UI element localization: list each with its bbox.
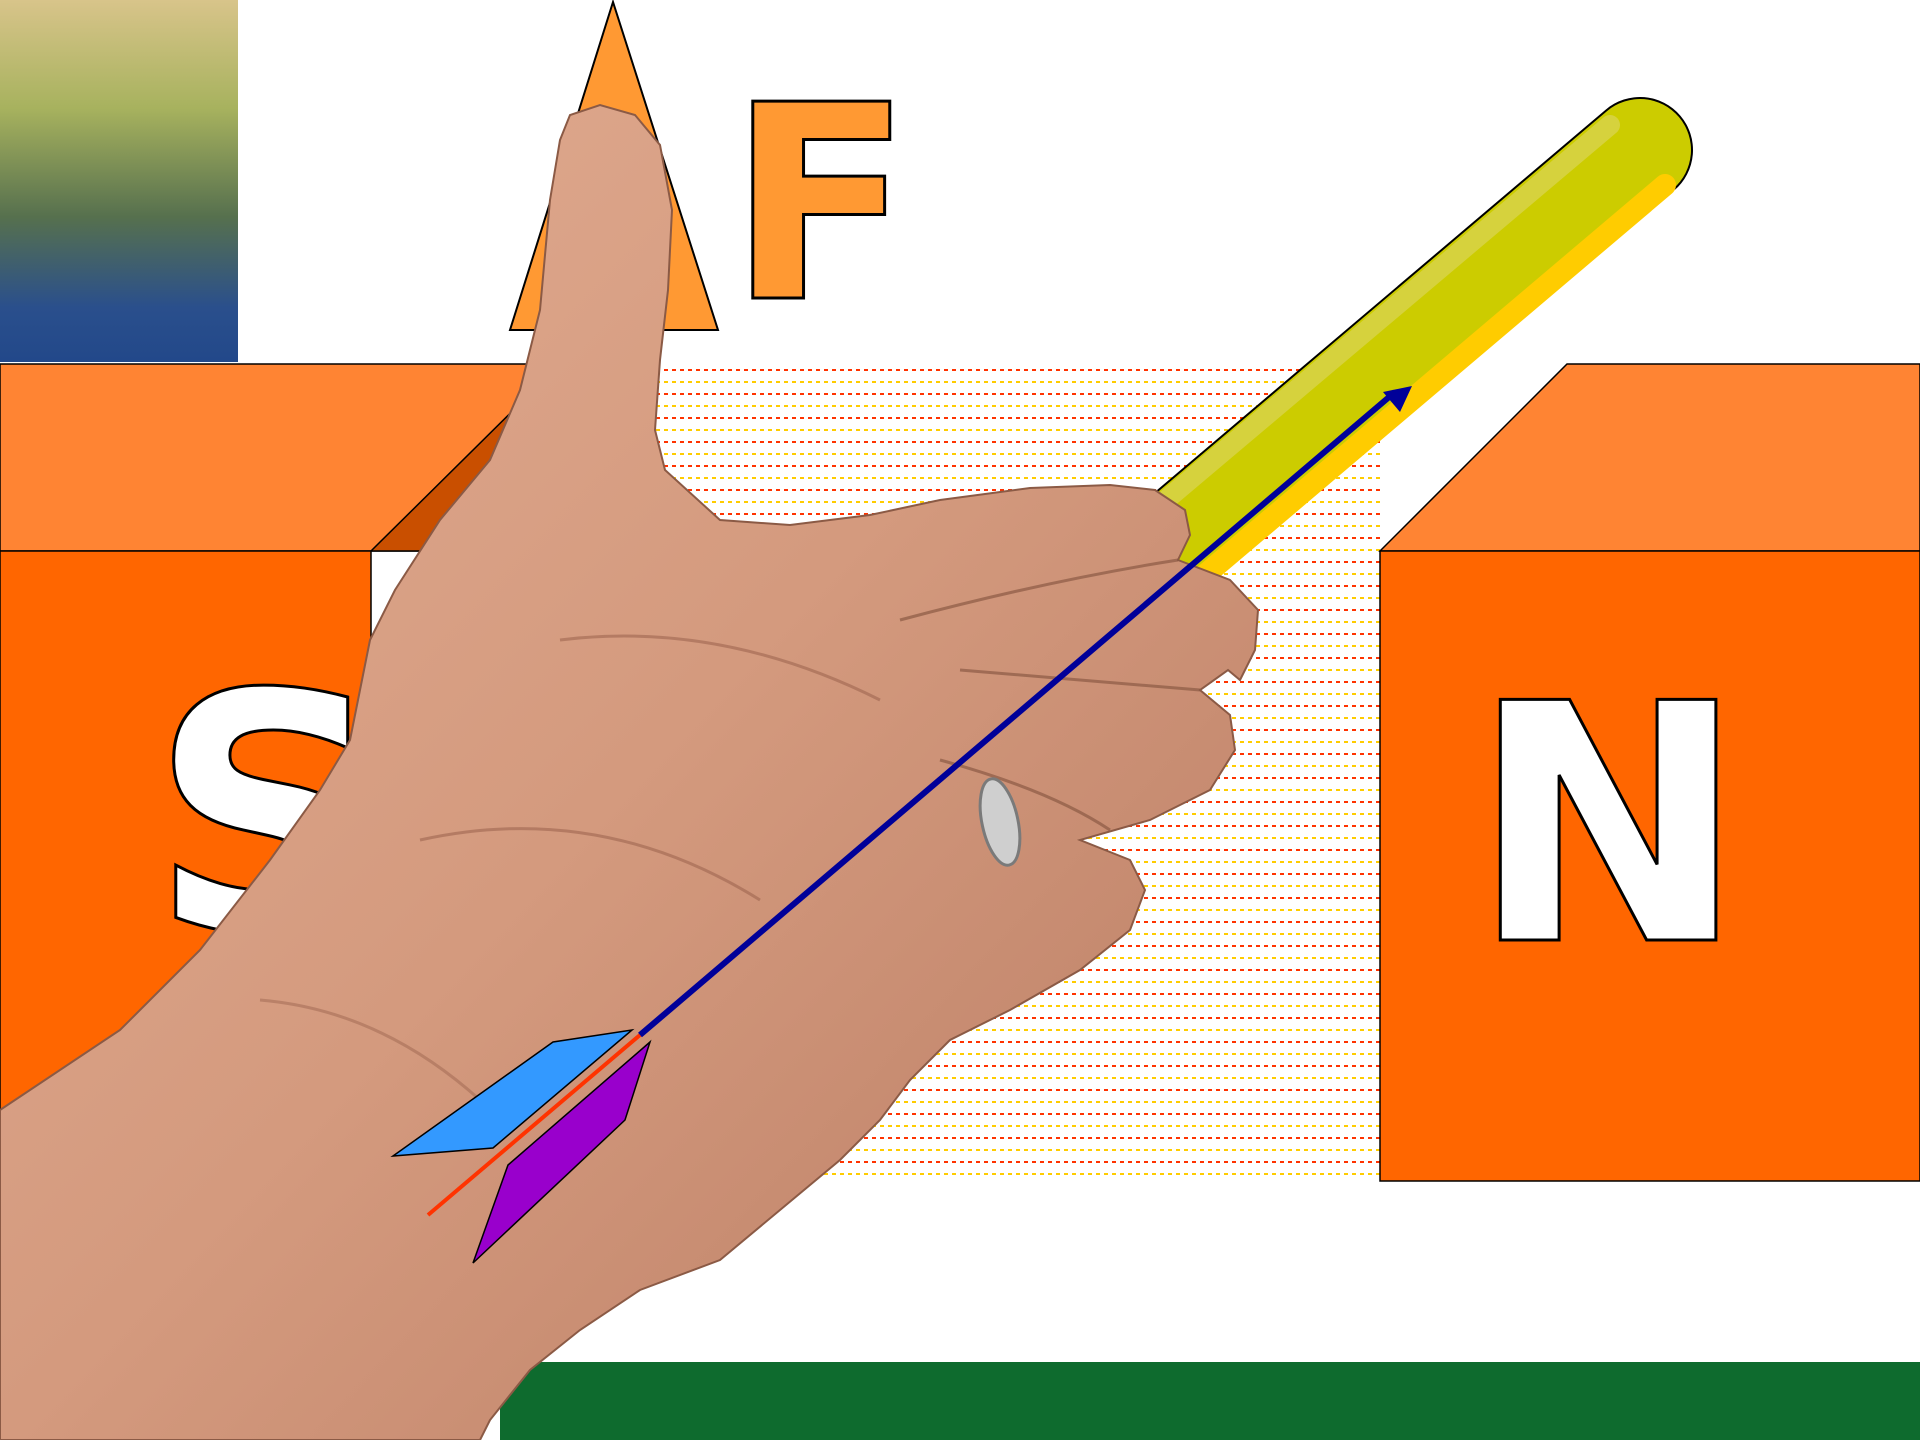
north-pole-label: N <box>1470 634 1746 1018</box>
north-magnet: N <box>1380 364 1920 1181</box>
background-photo-strip <box>0 0 238 362</box>
north-magnet-top-face <box>1380 364 1920 551</box>
force-label: F <box>728 47 912 362</box>
ground-strip <box>500 1362 1920 1440</box>
